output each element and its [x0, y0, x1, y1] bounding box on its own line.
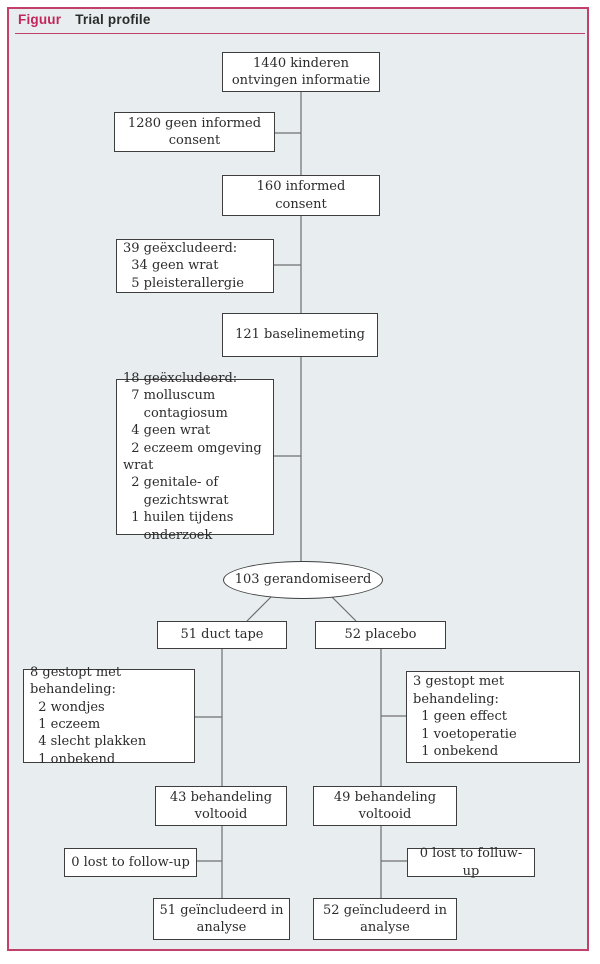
node-excluded-39: 39 geëxcludeerd: 34 geen wrat 5 pleister… — [116, 239, 274, 293]
node-completed-placebo: 49 behandeling voltooid — [313, 786, 457, 826]
node-duct-tape: 51 duct tape — [157, 621, 287, 649]
node-baseline: 121 baselinemeting — [222, 313, 378, 357]
node-excluded-18: 18 geëxcludeerd: 7 molluscum contagiosum… — [116, 371, 274, 543]
node-lost-duct-tape: 0 lost to follow-up — [64, 848, 197, 877]
node-informed-consent: 160 informed consent — [222, 175, 380, 216]
node-no-informed-consent: 1280 geen informed consent — [114, 112, 275, 152]
node-randomised: 103 gerandomiseerd — [223, 561, 383, 599]
node-analysed-duct-tape: 51 geïncludeerd in analyse — [153, 898, 290, 940]
header-rule — [15, 33, 585, 34]
node-stopped-duct-tape: 8 gestopt met behandeling: 2 wondjes 1 e… — [23, 665, 195, 767]
figure-frame — [7, 7, 589, 951]
node-lost-placebo: 0 lost to folluw-up — [407, 846, 535, 879]
node-completed-duct-tape: 43 behandeling voltooid — [155, 786, 287, 826]
node-info-received: 1440 kinderen ontvingen informatie — [222, 52, 380, 92]
figure-label: Figuur — [18, 12, 62, 27]
node-analysed-placebo: 52 geïncludeerd in analyse — [313, 898, 457, 940]
figure-title: Trial profile — [75, 12, 151, 27]
node-placebo: 52 placebo — [315, 621, 446, 649]
node-stopped-placebo: 3 gestopt met behandeling: 1 geen effect… — [406, 671, 580, 763]
figure-header: Figuur Trial profile — [18, 12, 151, 30]
